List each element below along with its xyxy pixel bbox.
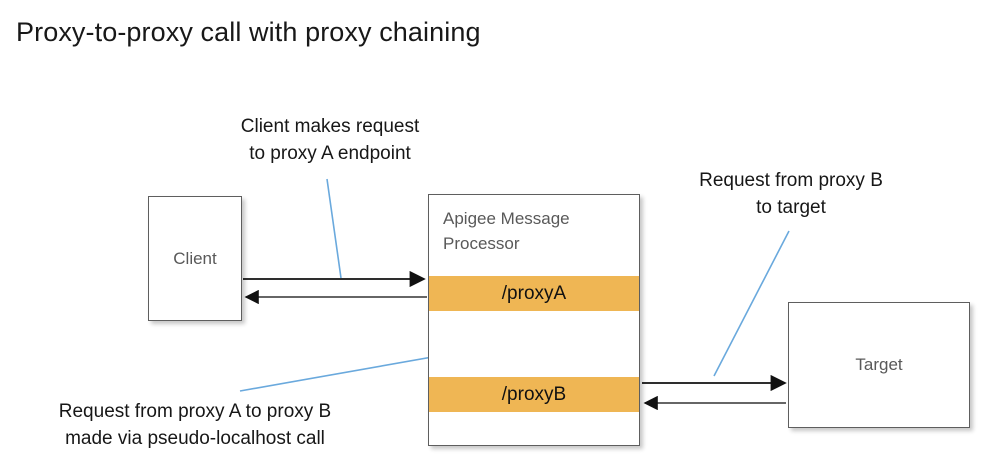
annotation-client-request: Client makes request to proxy A endpoint bbox=[240, 116, 420, 164]
annotation-target-request: Request from proxy B to target bbox=[699, 170, 883, 218]
message-processor-node[interactable]: Apigee Message Processor /proxyA /proxyB bbox=[428, 194, 640, 446]
leader-line-target-annotation bbox=[713, 230, 790, 377]
target-node[interactable]: Target bbox=[788, 302, 970, 428]
message-processor-label: Apigee Message Processor bbox=[443, 209, 570, 253]
leader-line-client-annotation bbox=[326, 178, 342, 279]
proxy-b-label: /proxyB bbox=[501, 383, 567, 405]
annotation-proxy-chaining: Request from proxy A to proxy B made via… bbox=[58, 401, 332, 449]
proxy-a-label: /proxyA bbox=[501, 282, 567, 304]
page-title: Proxy-to-proxy call with proxy chaining bbox=[16, 17, 481, 47]
client-node[interactable]: Client bbox=[148, 196, 242, 321]
target-node-label: Target bbox=[855, 355, 903, 374]
proxy-a-band[interactable]: /proxyA bbox=[429, 276, 639, 311]
client-node-label: Client bbox=[173, 248, 217, 268]
proxy-b-band[interactable]: /proxyB bbox=[429, 377, 639, 412]
